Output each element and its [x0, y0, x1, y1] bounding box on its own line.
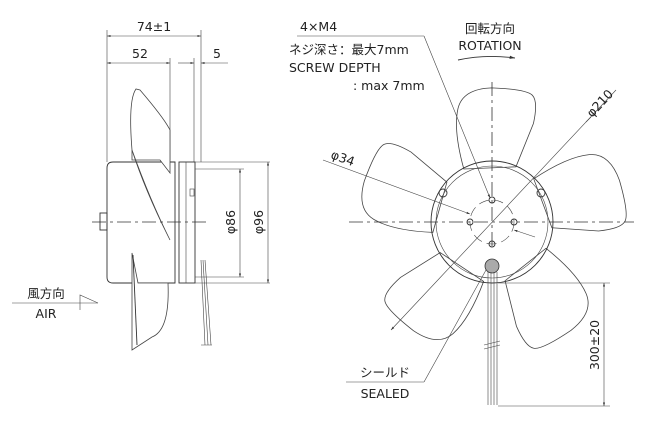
- sealed-jp: シールド: [360, 365, 410, 380]
- blade-side-upper: [130, 88, 171, 175]
- dim-96-label: φ96: [251, 210, 266, 234]
- air-direction-flag: [79, 294, 99, 310]
- screw-depth-value: : max 7mm: [353, 78, 425, 93]
- dim-34-label: φ34: [329, 147, 357, 169]
- dim-300-label: 300±20: [587, 320, 602, 370]
- motor-flange: [178, 161, 196, 284]
- mount-hole: [536, 188, 546, 198]
- front-view: 4×M4 ネジ深さ：最大7mm SCREW DEPTH : max 7mm 回転…: [289, 19, 634, 407]
- dim-52-label: 52: [132, 46, 148, 61]
- rotation-jp: 回転方向: [465, 21, 515, 36]
- dim-210-label: φ210: [583, 86, 616, 120]
- side-view: 74±1 52 5 φ86 φ96 風方向 AIR: [12, 19, 270, 351]
- dim-74-label: 74±1: [137, 19, 171, 34]
- fan-blade: [384, 252, 485, 340]
- fan-blade: [456, 87, 536, 170]
- screw-spec: 4×M4: [300, 19, 337, 34]
- blade-side-lower: [131, 252, 169, 351]
- fan-blade: [504, 247, 589, 349]
- motor-body: [106, 161, 176, 284]
- air-label-en: AIR: [36, 306, 57, 321]
- mount-hole: [438, 188, 448, 198]
- lead-grommet: [484, 258, 500, 274]
- screw-depth-jp: ネジ深さ：最大7mm: [289, 42, 409, 57]
- shaft-nut: [99, 212, 108, 231]
- air-label-jp: 風方向: [27, 286, 65, 301]
- fan-blade: [361, 143, 448, 233]
- fan-blades: [361, 87, 627, 349]
- rotation-en: ROTATION: [458, 38, 521, 53]
- dim-5-label: 5: [213, 46, 221, 61]
- rotation-arrow: [457, 55, 516, 61]
- sealed-en: SEALED: [361, 386, 410, 401]
- fan-blade: [533, 154, 627, 232]
- screw-depth-en: SCREW DEPTH: [289, 60, 381, 75]
- dim-86-label: φ86: [223, 210, 238, 234]
